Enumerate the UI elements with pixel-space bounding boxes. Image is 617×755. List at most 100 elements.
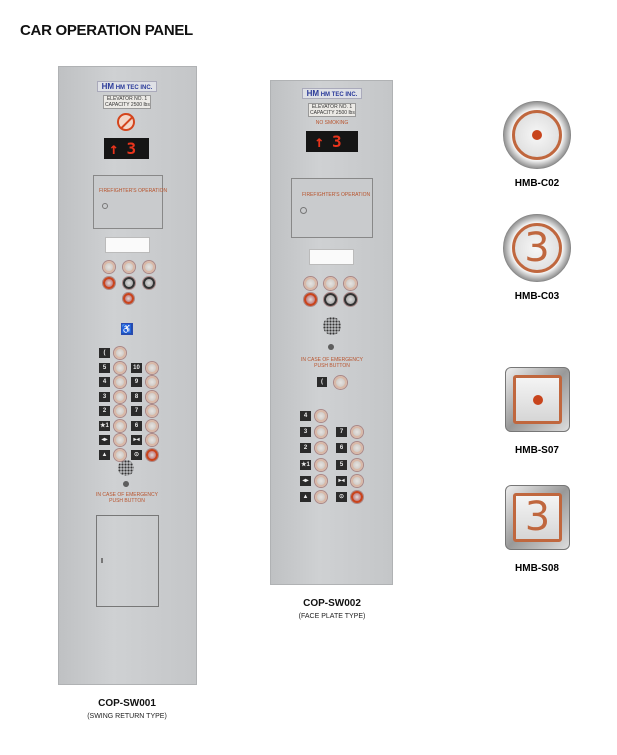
floor-button[interactable] <box>114 361 126 374</box>
door-open-button[interactable] <box>304 277 317 290</box>
key-switch-red[interactable] <box>304 293 317 306</box>
floor-button[interactable] <box>114 376 126 388</box>
floor-button[interactable] <box>315 410 327 422</box>
key-switch-1[interactable] <box>123 277 135 289</box>
floor-button[interactable] <box>351 491 363 503</box>
firefighter-operation-box: FIREFIGHTER'S OPERATION <box>93 175 167 229</box>
lcd-window <box>309 249 354 265</box>
floor-key-plate: ( <box>99 348 110 358</box>
floor-button[interactable] <box>351 474 363 487</box>
floor-button[interactable] <box>315 442 327 455</box>
floor-button[interactable] <box>114 347 126 359</box>
floor-key-plate: ★1 <box>99 420 110 431</box>
floor-button[interactable] <box>114 405 126 417</box>
microphone-icon <box>123 481 129 487</box>
hmb-s08-button: 3 <box>505 485 570 550</box>
accessibility-icon: ♿ <box>121 323 133 335</box>
floor-key-plate: 7 <box>336 427 347 438</box>
fire-service-button[interactable] <box>123 293 134 304</box>
brand-logo: HM HM TEC INC. <box>97 81 157 92</box>
alarm-button[interactable] <box>344 277 357 290</box>
floor-indicator-display: ↑3 <box>306 131 358 152</box>
lcd-window <box>105 237 150 253</box>
floor-key-plate: ⊙ <box>131 449 142 460</box>
floor-button[interactable] <box>146 361 158 374</box>
floor-key-plate: 10 <box>131 362 142 373</box>
floor-key-plate: 8 <box>131 391 142 402</box>
key-switch-2[interactable] <box>143 277 155 289</box>
floor-key-plate: ⊙ <box>336 492 347 502</box>
floor-button[interactable] <box>351 458 363 471</box>
hmb-s08-label: HMB-S08 <box>515 563 559 574</box>
floor-key-plate: 9 <box>131 377 142 387</box>
floor-button[interactable] <box>114 419 126 432</box>
cop-sw001-subcaption: (SWING RETURN TYPE) <box>87 713 167 720</box>
floor-button[interactable] <box>146 405 158 417</box>
floor-key-plate: 2 <box>99 406 110 416</box>
service-cabinet-door[interactable] <box>96 515 159 607</box>
floor-button[interactable] <box>146 448 158 461</box>
door-close-button[interactable] <box>324 277 337 290</box>
floor-key-plate: 3 <box>300 427 311 438</box>
floor-key-plate: ▲ <box>300 492 311 502</box>
floor-key-plate: ▸◂ <box>336 475 347 486</box>
key-switch-red[interactable] <box>103 277 115 289</box>
cop-sw001-caption: COP-SW001 <box>98 698 156 709</box>
speaker-grille <box>118 460 134 476</box>
floor-key-plate: ▲ <box>99 449 110 460</box>
floor-button[interactable] <box>351 426 363 439</box>
speaker-grille <box>323 317 341 335</box>
floor-key-plate: ◂▸ <box>300 475 311 486</box>
hmb-c03-button: 3 <box>503 214 571 282</box>
cop-sw002-caption: COP-SW002 <box>303 598 361 609</box>
hmb-s07-button <box>505 367 570 432</box>
floor-button[interactable] <box>114 448 126 461</box>
floor-key-plate: 2 <box>300 443 311 454</box>
floor-key-plate: 7 <box>131 406 142 416</box>
floor-button[interactable] <box>114 390 126 403</box>
floor-key-plate: 3 <box>99 391 110 402</box>
hmb-s07-label: HMB-S07 <box>515 445 559 456</box>
no-smoking-notice: NO SMOKING <box>315 120 349 126</box>
floor-key-plate: 5 <box>99 362 110 373</box>
microphone-icon <box>328 344 334 350</box>
floor-button[interactable] <box>146 419 158 432</box>
floor-button[interactable] <box>146 376 158 388</box>
phone-key-plate: ( <box>317 377 327 387</box>
key-switch-icon[interactable] <box>300 207 307 214</box>
emergency-call-button[interactable] <box>334 376 347 389</box>
no-smoking-icon <box>117 113 135 131</box>
floor-button[interactable] <box>351 442 363 455</box>
floor-key-plate: ◂▸ <box>99 435 110 445</box>
hmb-c03-label: HMB-C03 <box>514 291 560 302</box>
cop-sw002-subcaption: (FACE PLATE TYPE) <box>298 613 366 620</box>
emergency-warning: IN CASE OF EMERGENCY PUSH BUTTON <box>96 492 158 504</box>
dot-icon <box>532 130 542 140</box>
door-close-button[interactable] <box>123 261 135 273</box>
page-title: CAR OPERATION PANEL <box>20 22 193 39</box>
hmb-c02-button <box>503 101 571 169</box>
floor-button[interactable] <box>315 474 327 487</box>
floor-button[interactable] <box>315 491 327 503</box>
alarm-button[interactable] <box>143 261 155 273</box>
floor-button[interactable] <box>315 458 327 471</box>
emergency-warning: IN CASE OF EMERGENCY PUSH BUTTON <box>301 357 363 369</box>
floor-key-plate: 5 <box>336 459 347 470</box>
brand-logo: HM HM TEC INC. <box>302 88 362 99</box>
key-switch-icon[interactable] <box>102 203 108 209</box>
door-open-button[interactable] <box>103 261 115 273</box>
floor-button[interactable] <box>146 434 158 446</box>
floor-button[interactable] <box>315 426 327 439</box>
key-switch-1[interactable] <box>324 293 337 306</box>
floor-button[interactable] <box>146 390 158 403</box>
floor-button[interactable] <box>114 434 126 446</box>
floor-key-plate: ▸◂ <box>131 435 142 445</box>
floor-key-plate: 6 <box>336 443 347 454</box>
floor-key-plate: ★1 <box>300 459 311 470</box>
dot-icon <box>533 395 543 405</box>
floor-key-plate: 6 <box>131 420 142 431</box>
key-switch-2[interactable] <box>344 293 357 306</box>
